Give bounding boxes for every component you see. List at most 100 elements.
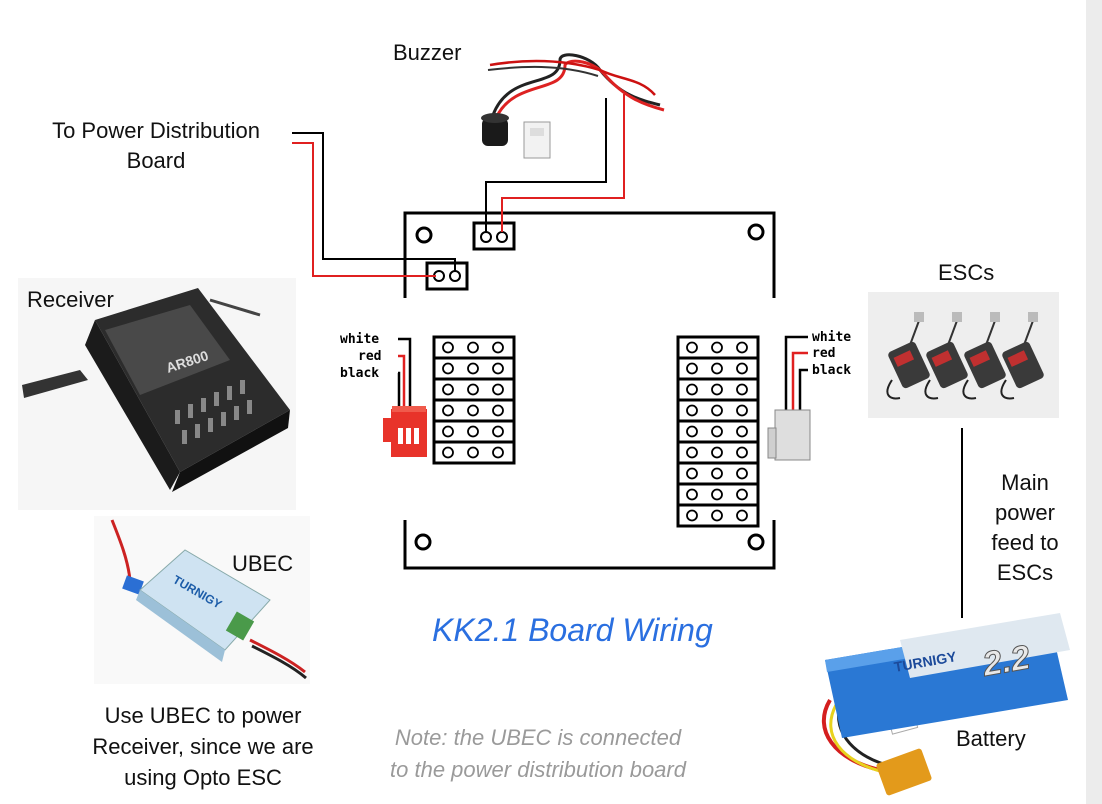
left-wire-label-red: red — [358, 349, 381, 364]
buzzer-header — [472, 221, 516, 251]
header-pin — [711, 341, 723, 354]
esc-output-pin-row — [676, 398, 760, 423]
header-pin — [736, 488, 748, 501]
header-pin — [442, 362, 454, 375]
header-pin — [686, 341, 698, 354]
header-pin — [492, 404, 504, 417]
mount-hole-bottom-left — [414, 533, 432, 551]
receiver-input-pin-row — [432, 356, 516, 381]
header-pin — [492, 362, 504, 375]
header-pin — [686, 425, 698, 438]
right-wire-label-black: black — [812, 363, 851, 378]
power-distribution-label-line2: Board — [126, 148, 186, 173]
header-pin — [736, 425, 748, 438]
esc-unit — [886, 312, 930, 400]
esc-output-pin-row — [676, 461, 760, 486]
receiver-image: AR800 — [18, 278, 296, 510]
battery-image: 2.2 TURNIGY — [822, 613, 1070, 796]
mount-hole-bottom-right — [747, 533, 765, 551]
header-pin — [711, 509, 723, 522]
header-pin — [711, 488, 723, 501]
header-pin — [492, 383, 504, 396]
header-pin — [711, 425, 723, 438]
header-pin — [711, 446, 723, 459]
esc-unit — [924, 312, 968, 400]
ubec-usage-note-line1: Use UBEC to power — [104, 703, 302, 728]
header-pin — [736, 341, 748, 354]
main-power-label: Main power feed to ESCs — [975, 468, 1075, 588]
esc-output-pin-row — [676, 482, 760, 507]
main-power-line3: feed to — [991, 530, 1059, 555]
header-pin — [686, 362, 698, 375]
header-pin — [467, 341, 479, 354]
mount-hole-top-right — [747, 223, 765, 241]
left-wire-label-black: black — [340, 366, 379, 381]
ubec-usage-note-line3: using Opto ESC — [124, 765, 282, 790]
header-pin — [442, 425, 454, 438]
ubec-connection-note: Note: the UBEC is connected to the power… — [358, 722, 718, 786]
header-pin — [467, 425, 479, 438]
receiver-input-pin-row — [432, 398, 516, 423]
header-pin — [711, 383, 723, 396]
header-pin — [736, 383, 748, 396]
ubec-label: UBEC — [232, 551, 294, 576]
ubec-connection-note-line2: to the power distribution board — [390, 757, 686, 782]
header-pin — [686, 446, 698, 459]
battery-capacity-label: 2.2 — [979, 638, 1033, 684]
receiver-input-pin-row — [432, 377, 516, 402]
esc-output-pin-row — [676, 335, 760, 360]
header-pin — [711, 362, 723, 375]
right-wire-label-red: red — [812, 346, 835, 361]
header-pin — [467, 404, 479, 417]
header-pin — [442, 446, 454, 459]
main-power-line4: ESCs — [996, 560, 1054, 585]
esc-output-pin-row — [676, 440, 760, 465]
header-pin — [686, 404, 698, 417]
ubec-usage-note-line2: Receiver, since we are — [92, 734, 314, 759]
header-pin — [492, 341, 504, 354]
esc-unit — [1000, 312, 1044, 400]
header-pin — [686, 509, 698, 522]
kk2-board — [403, 211, 776, 570]
esc-lead-connector — [767, 335, 811, 461]
power-distribution-label: To Power Distribution Board — [32, 116, 280, 176]
header-pin — [442, 383, 454, 396]
header-pin — [736, 509, 748, 522]
header-pin — [492, 425, 504, 438]
receiver-label: Receiver — [27, 287, 114, 312]
esc-unit — [962, 312, 1006, 400]
ubec-usage-note: Use UBEC to power Receiver, since we are… — [58, 700, 348, 793]
header-pin — [467, 446, 479, 459]
battery-label: Battery — [956, 726, 1026, 751]
buzzer-wires — [485, 94, 625, 232]
power-distribution-wires — [292, 132, 456, 277]
esc-output-pins — [676, 335, 760, 528]
header-pin — [736, 446, 748, 459]
header-pin — [467, 383, 479, 396]
main-power-line2: power — [995, 500, 1055, 525]
receiver-input-pins — [432, 335, 516, 465]
receiver-input-pin-row — [432, 440, 516, 465]
diagram-title: KK2.1 Board Wiring — [432, 612, 713, 648]
esc-output-pin-row — [676, 377, 760, 402]
header-pin — [736, 404, 748, 417]
header-pin — [492, 446, 504, 459]
esc-output-pin-row — [676, 356, 760, 381]
header-pin — [442, 404, 454, 417]
buzzer-label: Buzzer — [393, 40, 462, 65]
header-pin — [686, 383, 698, 396]
header-pin — [711, 467, 723, 480]
header-pin — [442, 341, 454, 354]
esc-output-pin-row — [676, 503, 760, 528]
ubec-connection-note-line1: Note: the UBEC is connected — [394, 725, 682, 750]
left-wire-label-white: white — [340, 332, 379, 347]
main-power-line1: Main — [1001, 470, 1049, 495]
receiver-lead-connector — [383, 337, 427, 457]
escs-image — [868, 292, 1059, 418]
header-pin — [736, 362, 748, 375]
buzzer-image — [481, 53, 665, 159]
power-distribution-label-line1: To Power Distribution — [52, 118, 260, 143]
header-pin — [686, 488, 698, 501]
